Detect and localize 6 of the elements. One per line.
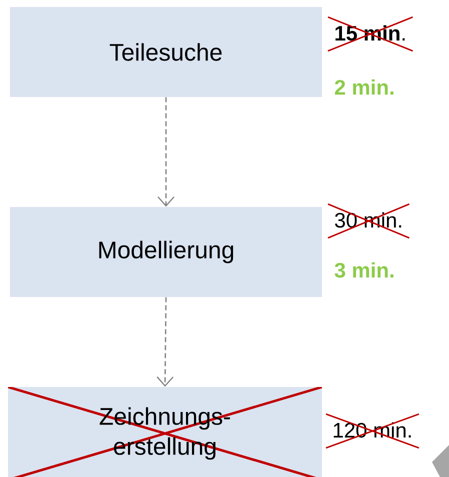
- arrow: [156, 297, 174, 387]
- time-label: 3 min.: [334, 262, 394, 278]
- arrow: [158, 97, 174, 207]
- process-box: Teilesuche: [10, 7, 322, 97]
- process-box: Modellierung: [10, 207, 322, 297]
- time-label: 2 min.: [334, 79, 394, 95]
